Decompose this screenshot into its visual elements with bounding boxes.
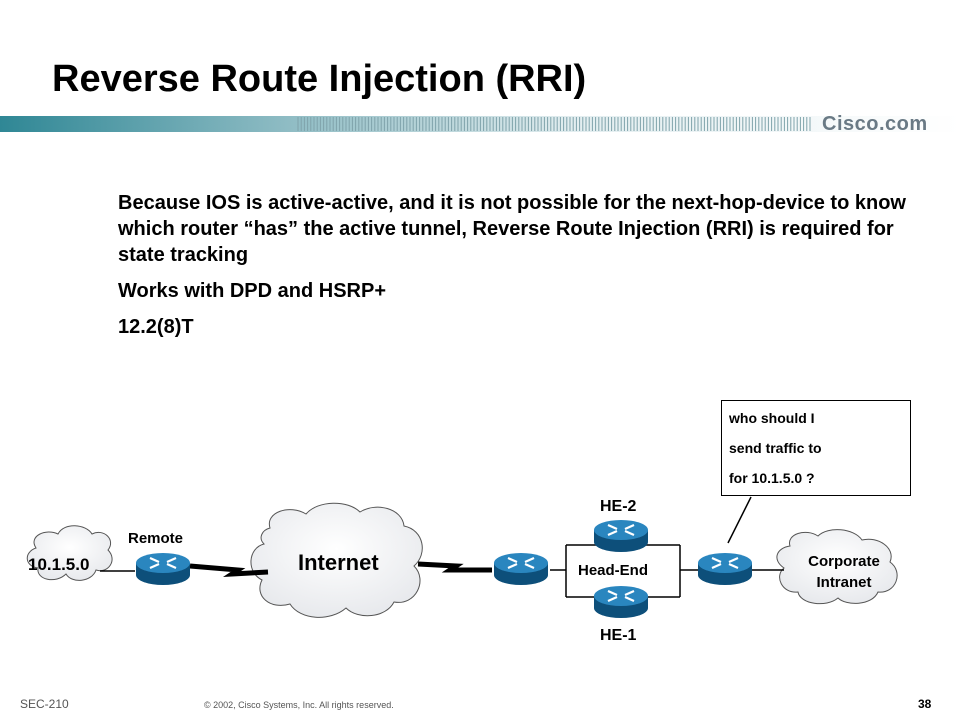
router-he1-icon — [594, 586, 648, 618]
page-number: 38 — [918, 697, 932, 711]
callout-line-2: send traffic to — [729, 440, 822, 456]
remote-network-label: 10.1.5.0 — [28, 555, 90, 574]
router-edge-icon — [494, 553, 548, 585]
corporate-intranet-cloud — [776, 529, 898, 605]
slide-title: Reverse Route Injection (RRI) — [52, 58, 587, 100]
bullet-2: Works with DPD and HSRP+ — [118, 280, 387, 302]
bullet-list: Because IOS is active-active, and it is … — [118, 190, 908, 350]
callout-line-3: for 10.1.5.0 ? — [729, 470, 815, 486]
remote-network-cloud — [26, 525, 113, 581]
intranet-label: Intranet — [816, 574, 872, 591]
callout-line-1: who should I — [729, 410, 815, 426]
cisco-logo: Cisco.com — [822, 113, 928, 135]
internet-label: Internet — [298, 550, 379, 575]
callout-box: who should I send traffic to for 10.1.5.… — [721, 400, 911, 496]
serial-link-headend — [417, 561, 492, 573]
copyright: © 2002, Cisco Systems, Inc. All rights r… — [204, 700, 394, 710]
course-code: SEC-210 — [20, 697, 69, 711]
router-core-icon — [698, 553, 752, 585]
callout-pointer — [727, 496, 752, 544]
router-he2-icon — [594, 520, 648, 552]
remote-router-label: Remote — [128, 530, 184, 547]
he1-label: HE-1 — [600, 627, 637, 644]
corporate-label: Corporate — [808, 553, 880, 570]
serial-link-remote — [189, 563, 269, 578]
router-remote-icon — [136, 553, 190, 585]
header-band — [0, 116, 960, 132]
bullet-1: Because IOS is active-active, and it is … — [118, 192, 906, 266]
he2-label: HE-2 — [600, 498, 637, 515]
bullet-3: 12.2(8)T — [118, 316, 194, 338]
head-end-label: Head-End — [578, 562, 649, 579]
